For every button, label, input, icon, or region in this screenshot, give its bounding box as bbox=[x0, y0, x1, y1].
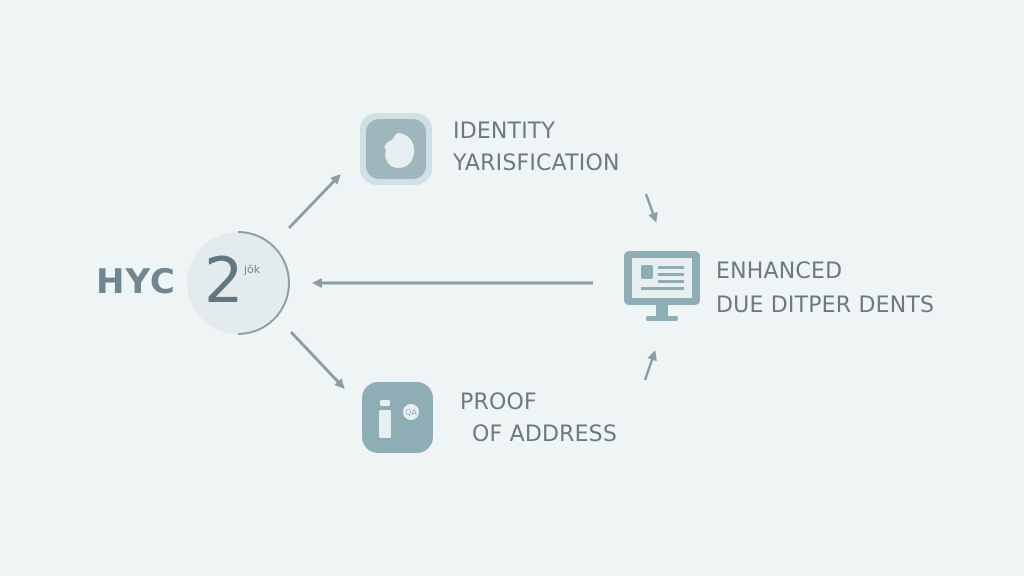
arrow-identity-to-enhanced bbox=[644, 193, 658, 223]
arrow-address-to-enhanced bbox=[643, 350, 657, 381]
address-label-line1: PROOF bbox=[460, 390, 537, 415]
monitor-document-icon bbox=[624, 251, 700, 321]
center-superscript: jŏk bbox=[244, 263, 261, 276]
face-profile-icon bbox=[360, 113, 432, 185]
center-circle-arc bbox=[237, 231, 290, 335]
enhanced-label-line1: ENHANCED bbox=[716, 259, 843, 284]
enhanced-label-line2: DUE DITPER DENTS bbox=[716, 293, 935, 318]
svg-text:QA: QA bbox=[405, 408, 417, 417]
center-title: HYC bbox=[96, 262, 176, 302]
center-number: 2 bbox=[204, 244, 244, 317]
bottle-badge-icon: QA bbox=[362, 382, 433, 453]
address-label-line2: OF ADDRESS bbox=[472, 422, 618, 447]
center-circle bbox=[187, 232, 289, 334]
identity-label-line2: YARISFICATION bbox=[453, 151, 620, 176]
arrow-to-identity bbox=[287, 174, 341, 230]
arrow-to-address bbox=[289, 330, 345, 389]
identity-label-line1: IDENTITY bbox=[453, 119, 556, 144]
